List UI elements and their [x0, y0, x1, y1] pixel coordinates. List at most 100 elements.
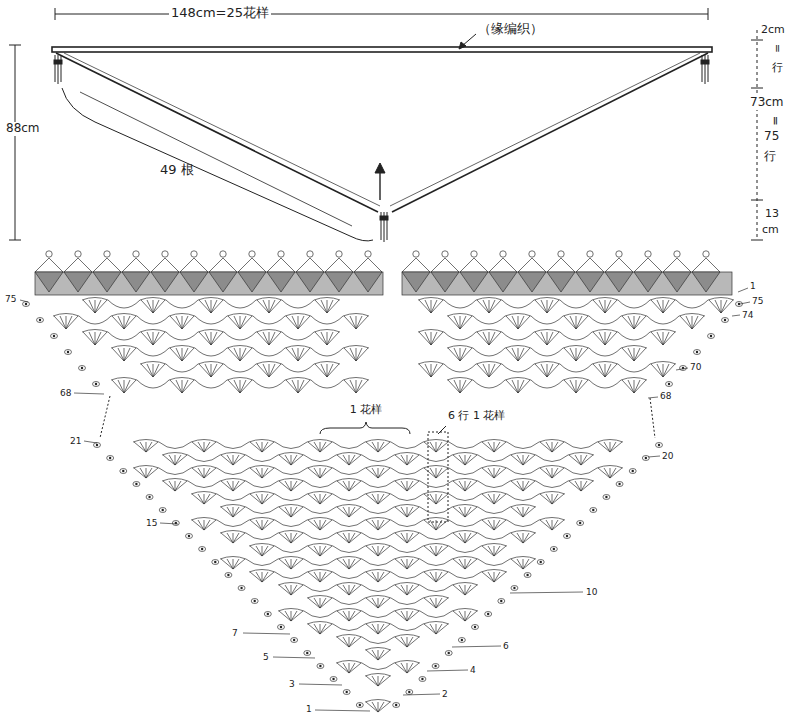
fan-stitches [424, 494, 448, 504]
row-dot [645, 457, 647, 459]
diamond-bottom [296, 272, 324, 292]
chain-loop [478, 507, 510, 514]
pattern-label: 6 行 1 花样 [448, 410, 506, 423]
row-number: 7 [232, 628, 238, 638]
fan-top [285, 378, 311, 381]
fan-stitches [308, 442, 332, 452]
fan-top [563, 314, 589, 317]
fan-stitches [170, 380, 194, 393]
diamond-bottom [489, 272, 517, 292]
fan-top [650, 330, 676, 333]
chain-loop [507, 520, 539, 527]
row-marker [680, 366, 687, 371]
fan-stitches [395, 507, 419, 517]
row-dot [240, 587, 242, 589]
fan-top [563, 346, 589, 349]
fan-stitches [453, 507, 477, 517]
fan-top [336, 661, 362, 664]
row-marker [277, 625, 284, 630]
row-marker [185, 534, 192, 539]
fan-top [447, 346, 473, 349]
chain-loop [217, 494, 249, 501]
row-dot [461, 639, 463, 641]
row-dot [738, 303, 740, 305]
chain-loop [531, 316, 563, 324]
fan-stitches [453, 455, 477, 465]
row-dot [526, 574, 528, 576]
tassel [55, 55, 61, 84]
row-dot [188, 535, 190, 537]
fan-top [510, 505, 536, 508]
tassel [702, 55, 708, 84]
fan-stitches [308, 520, 332, 530]
fan-stitches [344, 316, 368, 329]
chain-loop [618, 300, 650, 308]
fan-top [82, 298, 108, 301]
dimension-tick [55, 8, 56, 20]
row-marker [79, 366, 86, 371]
pointer-line [84, 441, 97, 443]
fan-stitches [308, 494, 332, 504]
fan-stitches [250, 520, 274, 530]
fan-stitches [366, 520, 390, 530]
diamond-top [489, 258, 517, 272]
row-marker [642, 456, 649, 461]
chain-loop [420, 559, 452, 566]
fan-top [133, 440, 159, 443]
row-dot [214, 561, 216, 563]
shawl-edge [56, 53, 378, 212]
chain-loop [246, 507, 278, 514]
repeat-box [428, 432, 448, 522]
row-dot [618, 483, 620, 485]
fan-stitches [453, 611, 477, 621]
fan-stitches [622, 348, 646, 361]
picot [278, 251, 284, 257]
row-dot [95, 383, 97, 385]
row-marker [93, 382, 100, 387]
fan-top [418, 298, 444, 301]
fan-stitches [366, 546, 390, 556]
fan-stitches [308, 546, 332, 556]
fan-top [191, 466, 217, 469]
dimension-tick [751, 240, 763, 241]
row-number: 21 [70, 436, 81, 446]
chain-loop [246, 481, 278, 488]
fan-stitches [221, 481, 245, 491]
row-marker [291, 638, 298, 643]
chain-loop [391, 572, 423, 579]
pointer-line [510, 592, 583, 593]
row-dot [710, 335, 712, 337]
row-number: 75 [5, 294, 16, 304]
row-dot [109, 457, 111, 459]
pointer-line [676, 368, 688, 370]
dimension-label: cm [760, 224, 781, 237]
row-marker [264, 612, 271, 617]
fan-top [481, 570, 507, 573]
chain-loop [195, 380, 227, 388]
dimension-label: 75 [762, 130, 781, 144]
chain-loop [589, 348, 621, 356]
fan-stitches [569, 481, 593, 491]
picot [413, 251, 419, 257]
fan-stitches [506, 316, 530, 329]
diamond-bottom [354, 272, 382, 292]
fan-stitches [482, 494, 506, 504]
fan-top [539, 466, 565, 469]
fan-top [394, 557, 420, 560]
fan-stitches [344, 380, 368, 393]
row-marker [708, 334, 715, 339]
row-marker [629, 469, 636, 474]
fan-stitches [279, 585, 303, 595]
fan-stitches [419, 332, 443, 345]
chain-loop [362, 663, 394, 670]
fan-top [227, 314, 253, 317]
chain-loop [137, 380, 169, 388]
pointer-line [20, 300, 28, 302]
fan-stitches [622, 380, 646, 393]
chain-loop [108, 300, 140, 308]
picot [307, 251, 313, 257]
diamond-top [402, 258, 430, 272]
row-dot [668, 383, 670, 385]
crochet-chart [20, 251, 750, 712]
row-marker [317, 664, 324, 669]
